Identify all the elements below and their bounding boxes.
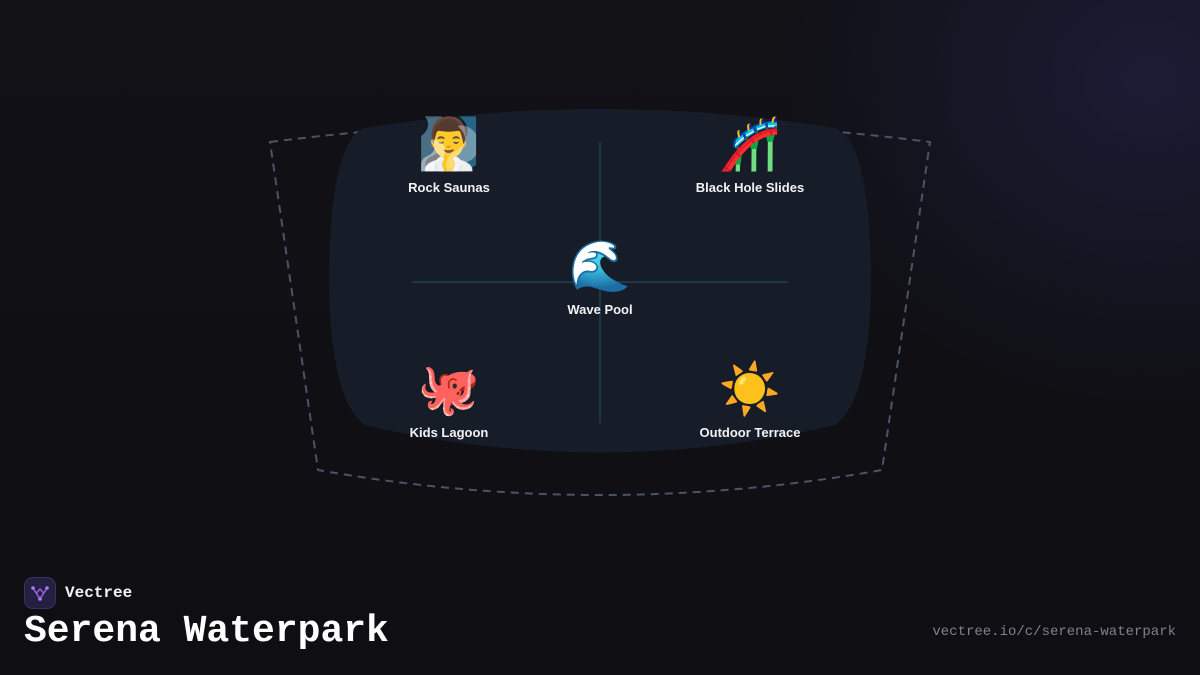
wave-icon: 🌊 [568, 237, 632, 295]
vectree-tree-icon [24, 577, 56, 609]
node-rock-saunas[interactable]: 🧖‍♂️ Rock Saunas [349, 116, 549, 195]
node-label: Kids Lagoon [409, 425, 489, 440]
sun-icon: ☀️ [718, 360, 782, 418]
octopus-icon: 🐙 [417, 360, 481, 418]
sauna-person-icon: 🧖‍♂️ [417, 115, 481, 173]
roller-coaster-icon: 🎢 [718, 115, 782, 173]
brand[interactable]: Vectree [24, 577, 132, 609]
node-label: Wave Pool [567, 302, 633, 317]
page-url[interactable]: vectree.io/c/serena-waterpark [932, 624, 1176, 640]
node-wave-pool[interactable]: 🌊 Wave Pool [500, 238, 700, 317]
node-kids-lagoon[interactable]: 🐙 Kids Lagoon [349, 361, 549, 440]
brand-name: Vectree [65, 584, 133, 602]
node-label: Outdoor Terrace [699, 425, 801, 440]
node-outdoor-terrace[interactable]: ☀️ Outdoor Terrace [650, 361, 850, 440]
node-black-hole-slides[interactable]: 🎢 Black Hole Slides [650, 116, 850, 195]
node-label: Rock Saunas [408, 180, 490, 195]
page-title: Serena Waterpark [24, 610, 389, 653]
node-label: Black Hole Slides [695, 180, 805, 195]
